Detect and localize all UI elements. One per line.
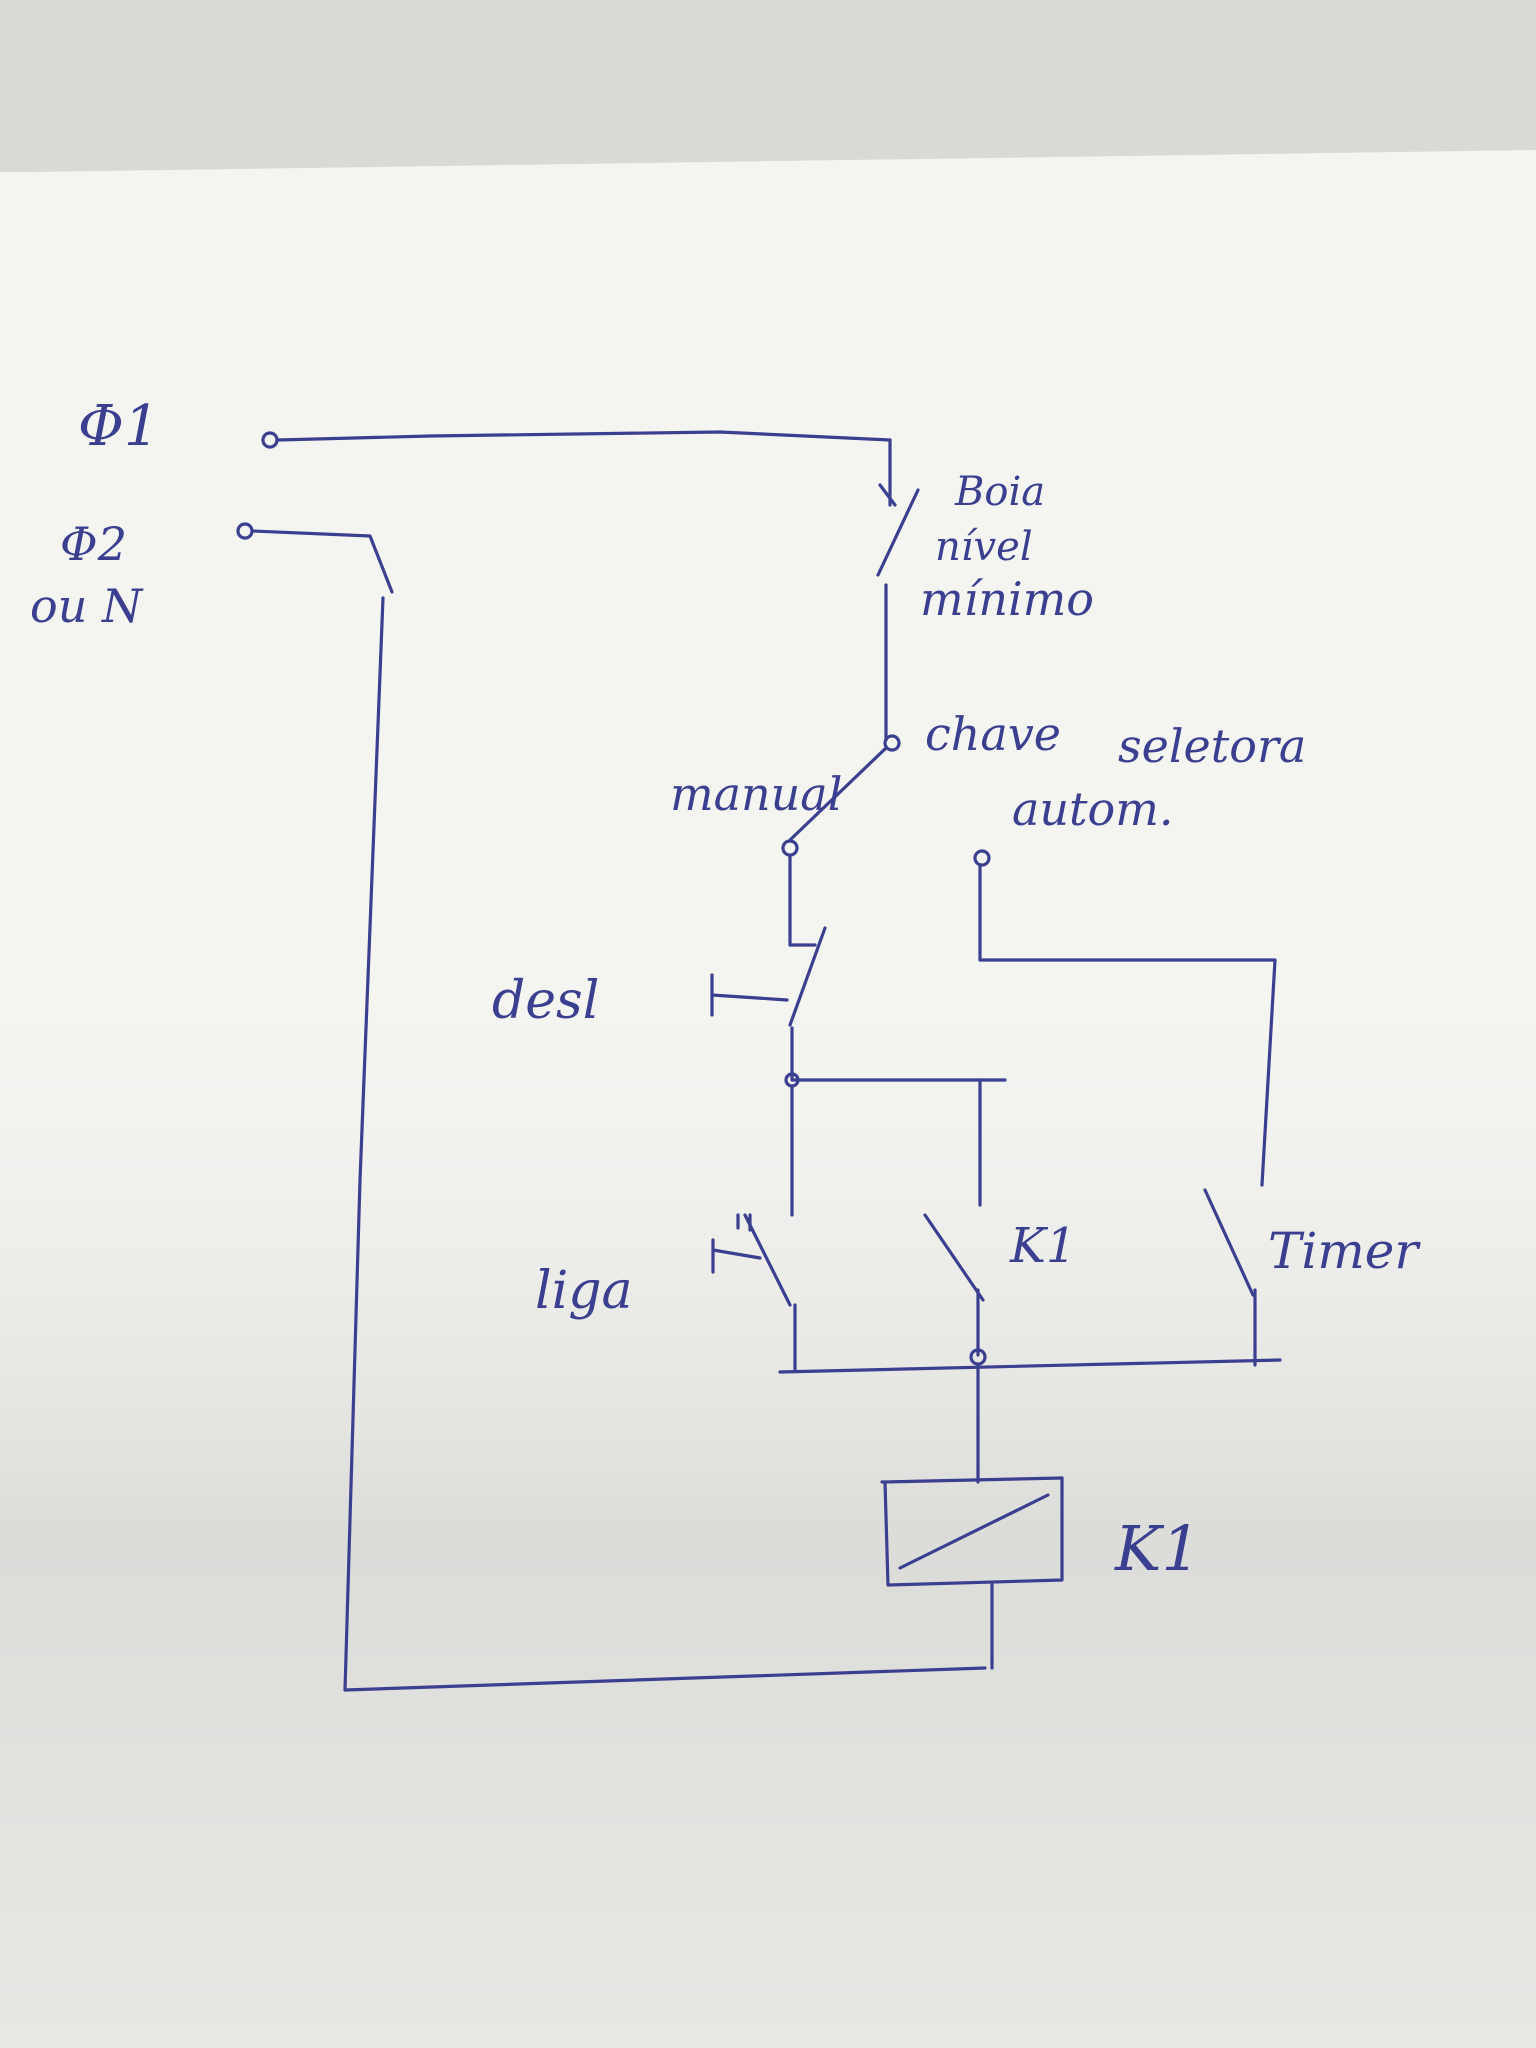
selector-label: chave seletora manual autom. [670,707,1306,836]
supply-labels: Φ1 Φ2 ou N [30,394,160,633]
phase1-label: Φ1 [78,394,160,459]
phase2-label: Φ2 [60,517,127,571]
float-switch-label: Boia nível mínimo [920,469,1094,626]
selector-auto-label: autom. [1012,782,1173,836]
float-label-line-3: mínimo [920,572,1094,626]
stop-button-label: desl [492,971,599,1031]
selector-label-line-1: chave [925,707,1061,761]
aux-contact-label: K1 [1009,1218,1076,1274]
coil-label: K1 [1114,1512,1201,1585]
selector-label-line-2: seletora [1118,719,1306,773]
timer-contact-label: Timer [1268,1222,1421,1280]
start-button-label: liga [535,1261,633,1321]
circuit-wiring [236,430,1282,1692]
float-label-line-2: nível [935,524,1033,570]
neutral-label: ou N [30,579,144,633]
selector-manual-label: manual [670,767,842,821]
float-label-line-1: Boia [954,469,1045,515]
